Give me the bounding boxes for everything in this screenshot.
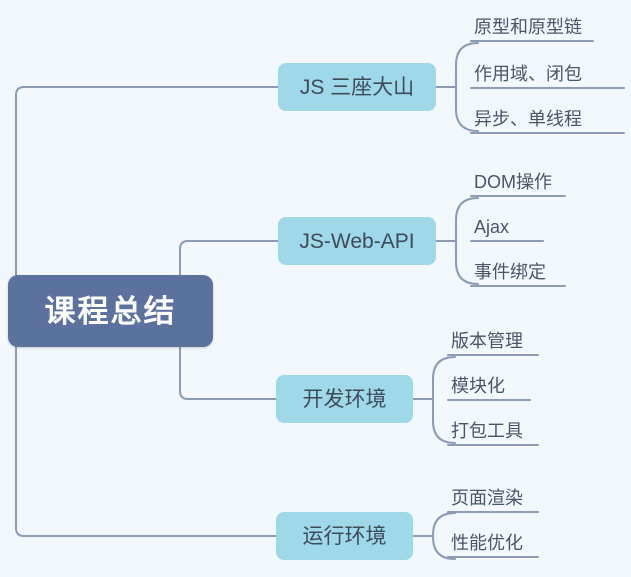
leaf-node-modularization[interactable]: 模块化 bbox=[447, 365, 557, 401]
leaf-node-version-control[interactable]: 版本管理 bbox=[447, 320, 557, 356]
edge-root-to-branch-3 bbox=[15, 340, 277, 537]
edge-root-to-branch-2 bbox=[179, 340, 277, 400]
edge-branch-2-bracket bbox=[432, 356, 456, 444]
leaf-node-event-binding[interactable]: 事件绑定 bbox=[470, 251, 580, 287]
branch-node-dev-environment[interactable]: 开发环境 bbox=[276, 375, 413, 423]
branch-node-label: 开发环境 bbox=[302, 387, 387, 411]
leaf-underline bbox=[447, 354, 539, 356]
leaf-underline bbox=[470, 195, 566, 197]
leaf-node-async-single-thread[interactable]: 异步、单线程 bbox=[470, 98, 625, 134]
leaf-underline bbox=[470, 40, 594, 42]
leaf-node-label: 打包工具 bbox=[451, 421, 523, 441]
leaf-node-label: DOM操作 bbox=[474, 172, 552, 192]
leaf-underline bbox=[470, 285, 566, 287]
branch-node-label: JS-Web-API bbox=[299, 229, 415, 253]
leaf-underline bbox=[447, 399, 531, 401]
edge-root-to-branch-0 bbox=[15, 86, 279, 282]
edge-branch-0-bracket bbox=[455, 42, 479, 132]
leaf-node-performance-optimization[interactable]: 性能优化 bbox=[447, 522, 557, 558]
leaf-node-label: 原型和原型链 bbox=[474, 17, 582, 37]
edge-branch-3-bracket bbox=[432, 512, 456, 560]
leaf-underline bbox=[447, 556, 539, 558]
leaf-node-label: 事件绑定 bbox=[474, 262, 546, 282]
branch-node-label: JS 三座大山 bbox=[299, 75, 415, 99]
leaf-node-prototype-chain[interactable]: 原型和原型链 bbox=[470, 6, 625, 42]
leaf-underline bbox=[447, 444, 539, 446]
edge-root-to-branch-1 bbox=[179, 240, 279, 282]
edge-branch-1-bracket bbox=[455, 197, 479, 285]
leaf-node-label: 页面渲染 bbox=[451, 488, 523, 508]
root-node[interactable]: 课程总结 bbox=[8, 275, 213, 347]
leaf-node-label: 作用域、闭包 bbox=[474, 64, 582, 84]
leaf-node-label: Ajax bbox=[474, 217, 510, 237]
leaf-underline bbox=[470, 87, 625, 89]
leaf-node-label: 异步、单线程 bbox=[474, 109, 582, 129]
leaf-node-ajax[interactable]: Ajax bbox=[470, 206, 580, 242]
leaf-node-scope-closure[interactable]: 作用域、闭包 bbox=[470, 53, 625, 89]
leaf-node-page-rendering[interactable]: 页面渲染 bbox=[447, 477, 557, 513]
root-node-label: 课程总结 bbox=[44, 293, 177, 329]
branch-node-js-three-mountains[interactable]: JS 三座大山 bbox=[278, 63, 436, 111]
leaf-node-label: 版本管理 bbox=[451, 331, 523, 351]
leaf-underline bbox=[470, 132, 625, 134]
branch-node-runtime-environment[interactable]: 运行环境 bbox=[276, 512, 413, 560]
leaf-underline bbox=[470, 240, 544, 242]
leaf-node-bundler[interactable]: 打包工具 bbox=[447, 410, 557, 446]
leaf-node-label: 模块化 bbox=[451, 376, 505, 396]
branch-node-js-web-api[interactable]: JS-Web-API bbox=[278, 217, 436, 265]
branch-node-label: 运行环境 bbox=[302, 524, 387, 548]
leaf-underline bbox=[447, 511, 539, 513]
leaf-node-dom-operation[interactable]: DOM操作 bbox=[470, 161, 580, 197]
leaf-node-label: 性能优化 bbox=[451, 533, 523, 553]
